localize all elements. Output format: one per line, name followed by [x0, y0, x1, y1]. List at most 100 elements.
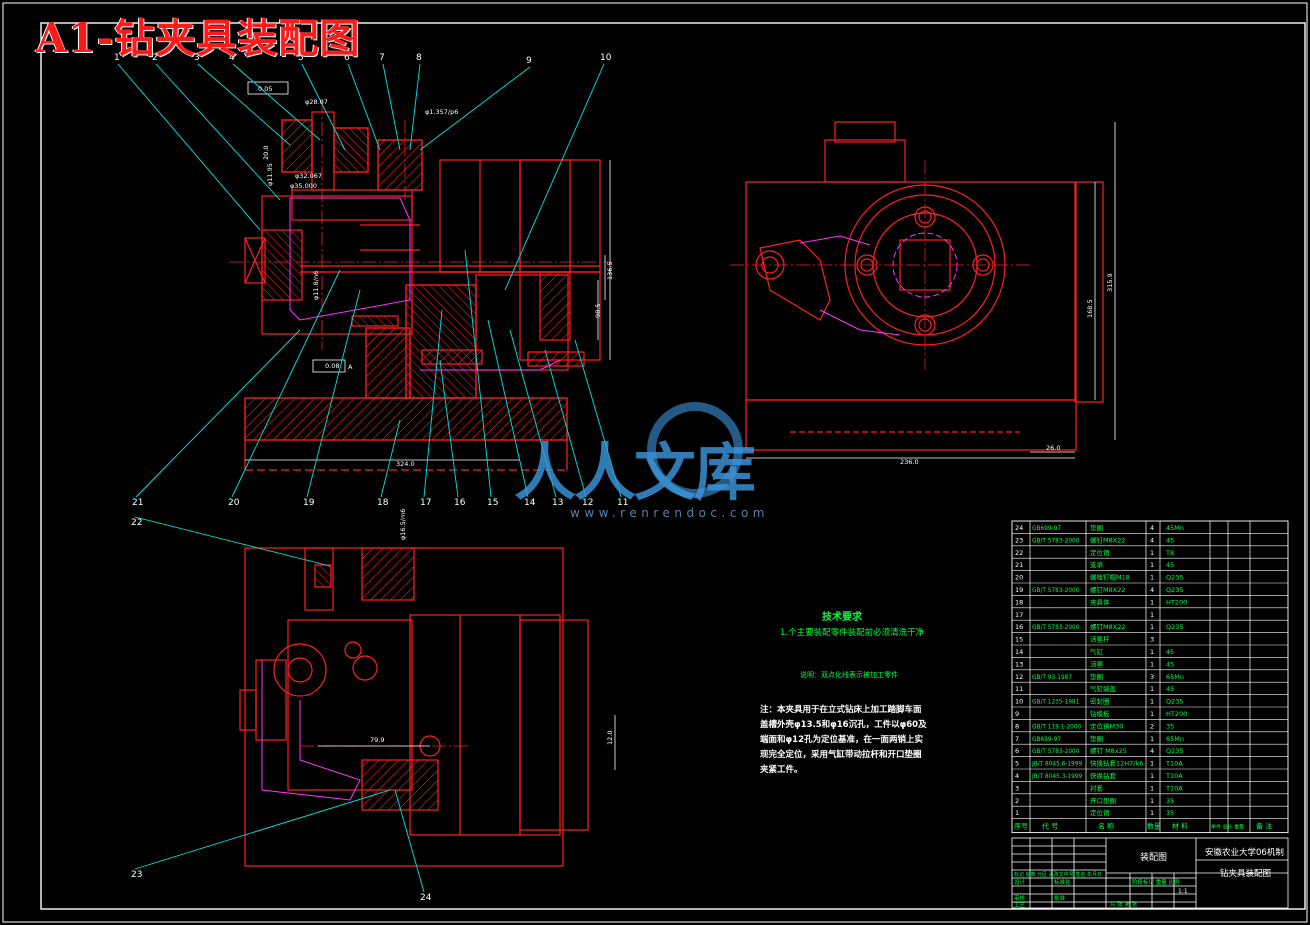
bom-cell-11-0: 11 — [1015, 685, 1023, 693]
title-block — [1011, 837, 1289, 909]
bom-cell-14-2: 气缸 — [1090, 647, 1104, 656]
bom-cell-15-3: 3 — [1150, 636, 1154, 644]
bom-header-4: 材 料 — [1172, 822, 1188, 831]
tb-row-c: 标准化 — [1054, 878, 1071, 886]
dim-j: 98.5 — [594, 304, 602, 318]
bom-cell-5-3: 1 — [1150, 760, 1154, 768]
tb-stage: 阶段标记 重量 比例 — [1132, 878, 1180, 886]
dim-f: φ11.95 — [266, 163, 274, 186]
bom-cell-1-2: 定位销 — [1090, 808, 1110, 817]
dim-d: φ32.067 — [295, 172, 322, 180]
bom-cell-13-4: 45 — [1166, 660, 1174, 668]
bom-cell-4-4: T10A — [1165, 772, 1183, 780]
bom-cell-4-0: 4 — [1015, 772, 1019, 780]
bom-cell-6-2: 螺钉 M8x25 — [1090, 746, 1127, 755]
front-view — [230, 100, 610, 471]
bom-cell-12-2: 垫圈 — [1090, 672, 1103, 681]
bom-cell-24-0: 24 — [1015, 524, 1023, 532]
bom-cell-14-0: 14 — [1015, 648, 1023, 656]
bom-cell-7-3: 1 — [1150, 735, 1154, 743]
bom-cell-11-3: 1 — [1150, 685, 1154, 693]
bom-cell-2-0: 2 — [1015, 797, 1019, 805]
bom-cell-4-2: 快换钻套 — [1090, 771, 1117, 780]
leader-17 — [423, 309, 443, 498]
bom-cell-3-0: 3 — [1015, 784, 1019, 792]
bom-cell-22-4: T8 — [1165, 549, 1174, 557]
bom-cell-19-2: 螺钉M8X22 — [1090, 585, 1125, 594]
bom-cell-5-2: 快换钻套12H7/k6 — [1090, 759, 1143, 768]
bom-cell-9-2: 钻模板 — [1090, 709, 1110, 718]
dim-h: φ11.8/n6 — [312, 271, 320, 300]
leader-18 — [380, 419, 401, 498]
bom-cell-24-2: 垫圈 — [1090, 523, 1103, 532]
bom-cell-5-0: 5 — [1015, 760, 1019, 768]
bom-cell-22-2: 定位销 — [1090, 548, 1110, 557]
bom-cell-16-3: 1 — [1150, 623, 1154, 631]
bom-cell-13-3: 1 — [1150, 660, 1154, 668]
dim-b: φ28.07 — [305, 98, 328, 106]
balloon-2: 2 — [152, 53, 158, 63]
side-centerlines — [730, 160, 1030, 370]
bom-cell-24-3: 4 — [1150, 524, 1154, 532]
bom-cell-3-2: 衬套 — [1090, 783, 1104, 792]
leader-8 — [409, 63, 421, 151]
bom-cell-22-0: 22 — [1015, 549, 1023, 557]
dim-t: 12.0 — [606, 731, 614, 745]
balloon-11: 11 — [617, 498, 628, 508]
bom-cell-20-0: 20 — [1015, 574, 1023, 582]
tb-school: 安徽农业大学06机制 — [1205, 847, 1284, 858]
bom-cell-21-2: 支承 — [1090, 560, 1104, 569]
bom-cell-23-4: 45 — [1166, 536, 1174, 544]
bom-cell-1-3: 1 — [1150, 809, 1154, 817]
bom-cell-1-4: 35 — [1166, 809, 1174, 817]
bom-cell-20-4: Q235 — [1166, 574, 1184, 582]
bom-cell-2-3: 1 — [1150, 797, 1154, 805]
bom-header-6: 备 注 — [1256, 822, 1272, 831]
leader-lines — [117, 63, 622, 893]
balloon-21: 21 — [132, 498, 143, 508]
bom-cell-12-1: GB/T 93-1987 — [1032, 675, 1072, 681]
bom-cell-5-1: JB/T 8045.6-1999 — [1031, 762, 1082, 768]
leader-10 — [504, 63, 605, 291]
balloon-6: 6 — [344, 53, 350, 63]
bom-cell-12-3: 3 — [1150, 673, 1154, 681]
bom-cell-6-0: 6 — [1015, 747, 1019, 755]
bom-cell-11-2: 气缸端盖 — [1090, 684, 1117, 693]
bom-cell-8-3: 2 — [1150, 722, 1154, 730]
bom-cell-21-4: 45 — [1166, 561, 1174, 569]
bom-cell-11-4: 45 — [1166, 685, 1174, 693]
bom-cell-19-0: 19 — [1015, 586, 1023, 594]
bom-cell-22-3: 1 — [1150, 549, 1154, 557]
workpiece-front — [289, 197, 561, 371]
balloon-3: 3 — [194, 53, 200, 63]
tech-req-heading: 技术要求 — [822, 612, 862, 623]
bom-cell-9-4: HT200 — [1166, 710, 1187, 718]
bom-cell-2-2: 开口垫圈 — [1090, 796, 1116, 805]
dim-s: 79.9 — [370, 736, 384, 744]
tb-sheet: 共 张 第 张 — [1110, 900, 1138, 908]
bom-cell-16-0: 16 — [1015, 623, 1023, 631]
tech-req-line1: 1.个主要装配零件装配前必须清洗干净 — [780, 628, 925, 638]
inner-border — [40, 22, 1306, 910]
tb-part-name: 钻夹具装配图 — [1220, 868, 1271, 879]
balloon-9: 9 — [526, 56, 532, 66]
balloon-14: 14 — [524, 498, 536, 508]
bom-cell-8-0: 8 — [1015, 722, 1019, 730]
leader-21 — [135, 329, 301, 498]
dim-m: 324.0 — [396, 460, 415, 468]
leader-23 — [134, 789, 391, 870]
bom-cell-9-0: 9 — [1015, 710, 1019, 718]
bom-cell-1-0: 1 — [1015, 809, 1019, 817]
balloon-24: 24 — [420, 893, 432, 903]
balloon-23: 23 — [131, 870, 142, 880]
bom-cell-3-4: T10A — [1165, 784, 1183, 792]
tb-row-e: 工艺 — [1014, 902, 1026, 909]
bom-cell-7-4: 65Mn — [1166, 735, 1184, 743]
leader-13 — [509, 329, 557, 498]
tb-row-a: 标记 处数 分区 更改文件号 签名 年月日 — [1014, 871, 1102, 878]
bom-cell-7-0: 7 — [1015, 735, 1019, 743]
bom-cell-6-4: Q235 — [1166, 747, 1184, 755]
